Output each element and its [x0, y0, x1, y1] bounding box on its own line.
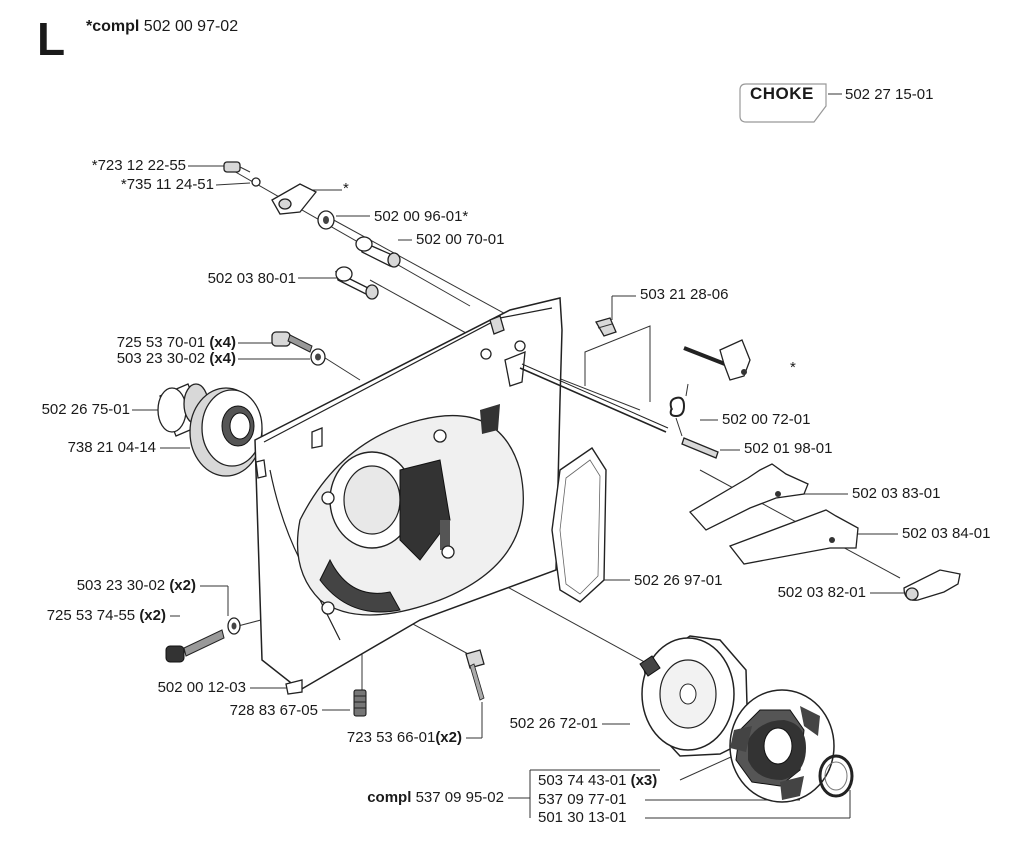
clutch-drum-icon: [639, 635, 749, 757]
part-label-p01: *723 12 22-55: [91, 157, 186, 174]
spring-icon: [669, 383, 689, 437]
screw-icon: [595, 317, 617, 337]
pin-icon: [681, 437, 719, 459]
part-label-p22: 502 26 72-01: [509, 715, 598, 732]
washer-icon: [310, 348, 326, 366]
choke-rod-icon: [519, 363, 669, 433]
choke-bracket-plate-icon: [688, 463, 809, 531]
part-label-p03: 502 00 96-01*: [374, 208, 469, 225]
bushing-icon: [355, 236, 401, 268]
choke-plate-icon: [739, 83, 827, 123]
part-label-p16: 502 03 82-01: [777, 584, 866, 601]
part-label-p05: 502 03 80-01: [207, 270, 296, 287]
washer-icon: [251, 177, 261, 187]
choke-knob-icon: [903, 569, 961, 601]
part-label-p09: 502 26 75-01: [41, 401, 130, 418]
compl-assembly-bottom: compl 537 09 95-02: [367, 789, 504, 806]
spacer-washer-icon: [317, 210, 335, 230]
part-label-p17: 503 23 30-02 (x2): [76, 577, 196, 594]
crankcase-housing-icon: [254, 297, 563, 695]
asterisk-mark: *: [790, 359, 796, 376]
part-label-p19: 502 00 12-03: [157, 679, 246, 696]
choke-label: CHOKE: [750, 84, 814, 103]
filter-gasket-icon: [551, 447, 607, 603]
part-label-p02: *735 11 24-51: [120, 176, 214, 193]
compl-assembly-top: *compl 502 00 97-02: [86, 18, 238, 36]
part-label-p04: 502 00 70-01: [416, 231, 505, 248]
part-label-p08: 503 23 30-02 (x4): [116, 350, 236, 367]
part-label-p23: 503 74 43-01 (x3): [538, 772, 658, 789]
part-label-p18: 725 53 74-55 (x2): [46, 607, 166, 624]
part-label-p24: 537 09 77-01: [538, 791, 627, 808]
screw-icon: [271, 331, 313, 353]
bolt-icon: [223, 161, 251, 173]
part-label-p14: 502 03 84-01: [902, 525, 991, 542]
bearing-ring-icon: [818, 754, 854, 798]
compl-prefix: *compl: [86, 18, 140, 35]
part-label-p25: 501 30 13-01: [538, 809, 627, 826]
asterisk-mark: *: [343, 180, 349, 197]
part-label-p06: 503 21 28-06: [640, 286, 729, 303]
screw-icon: [465, 649, 485, 701]
section-letter: L: [37, 13, 66, 65]
clutch-assembly-icon: [729, 689, 835, 803]
part-label-p13: 502 03 83-01: [852, 485, 941, 502]
part-label-p11: 502 00 72-01: [722, 411, 811, 428]
bolt-icon: [165, 629, 225, 663]
part-label-p07: 725 53 70-01 (x4): [116, 334, 236, 351]
part-label-p21: 723 53 66-01(x2): [346, 729, 462, 746]
part-label-p15: 502 26 97-01: [634, 572, 723, 589]
choke-part-number: 502 27 15-01: [845, 86, 934, 103]
part-label-p10: 738 21 04-14: [67, 439, 156, 456]
choke-lever-icon: [683, 339, 751, 381]
choke-bracket-icon: [271, 183, 318, 215]
seal-ring-icon: [157, 383, 209, 437]
part-label-p12: 502 01 98-01: [744, 440, 833, 457]
ball-bearing-icon: [189, 387, 263, 477]
choke-bracket-plate-icon: [728, 509, 859, 565]
set-screw-icon: [353, 689, 367, 717]
sleeve-icon: [335, 266, 379, 300]
washer-icon: [227, 617, 241, 635]
part-label-p20: 728 83 67-05: [229, 702, 318, 719]
compl-number: 502 00 97-02: [143, 18, 239, 35]
